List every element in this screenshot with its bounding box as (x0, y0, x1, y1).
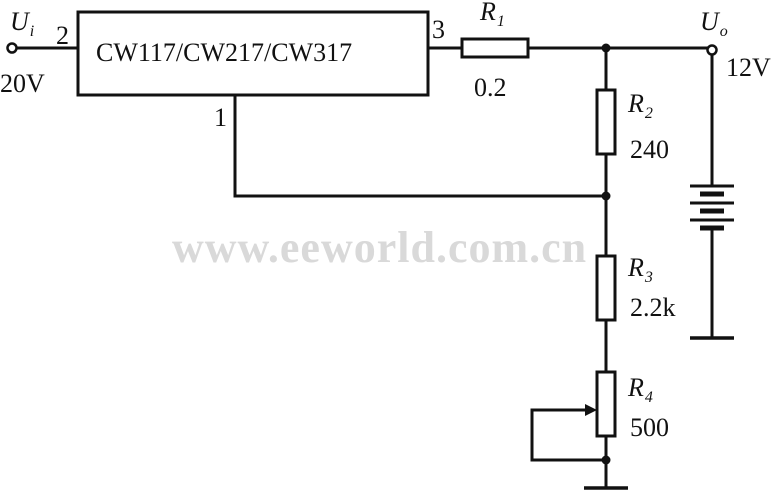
regulator-label: CW117/CW217/CW317 (96, 38, 352, 67)
r2-value: 240 (630, 135, 669, 164)
r4-wiper-arrow-icon (585, 404, 597, 416)
r2-body (595, 88, 617, 156)
regulator-ic: CW117/CW217/CW317 2 3 1 (56, 10, 445, 132)
watermark-text: www.eeworld.com.cn (172, 223, 587, 272)
junction-dot-output (601, 43, 611, 53)
r3-body (595, 254, 617, 322)
output-terminal-circle (706, 44, 718, 56)
r1-symbol: R1 (479, 0, 505, 30)
input-terminal-circle (6, 42, 18, 54)
input-voltage: 20V (0, 69, 45, 98)
output-terminal: Uo 12V (700, 7, 771, 82)
junction-dot-adjust (601, 191, 611, 201)
r2-symbol: R2 (627, 89, 653, 122)
r1-value: 0.2 (474, 73, 507, 102)
adjust-wire (233, 93, 608, 198)
r4-symbol: R4 (627, 373, 653, 406)
resistor-r2: R2 240 (595, 88, 669, 164)
r4-body (595, 370, 617, 438)
r4-value: 500 (630, 413, 669, 442)
r4-wiper-loop (530, 408, 608, 462)
pin-3-label: 3 (432, 15, 445, 44)
pin-1-label: 1 (214, 103, 227, 132)
input-symbol: Ui (10, 7, 34, 40)
r1-body (460, 37, 530, 59)
resistor-r3: R3 2.2k (595, 253, 676, 322)
r3-value: 2.2k (630, 293, 676, 322)
battery-icon (690, 184, 734, 231)
resistor-r1: R1 0.2 (460, 0, 530, 102)
output-voltage: 12V (726, 53, 771, 82)
r3-symbol: R3 (627, 253, 653, 286)
output-symbol: Uo (700, 7, 728, 40)
regulator-box (76, 10, 430, 97)
wires (14, 46, 714, 490)
resistor-r4: R4 500 (585, 370, 669, 442)
pin-2-label: 2 (56, 21, 69, 50)
junction-dot-ground (601, 455, 611, 465)
input-terminal: Ui 20V (0, 7, 45, 98)
